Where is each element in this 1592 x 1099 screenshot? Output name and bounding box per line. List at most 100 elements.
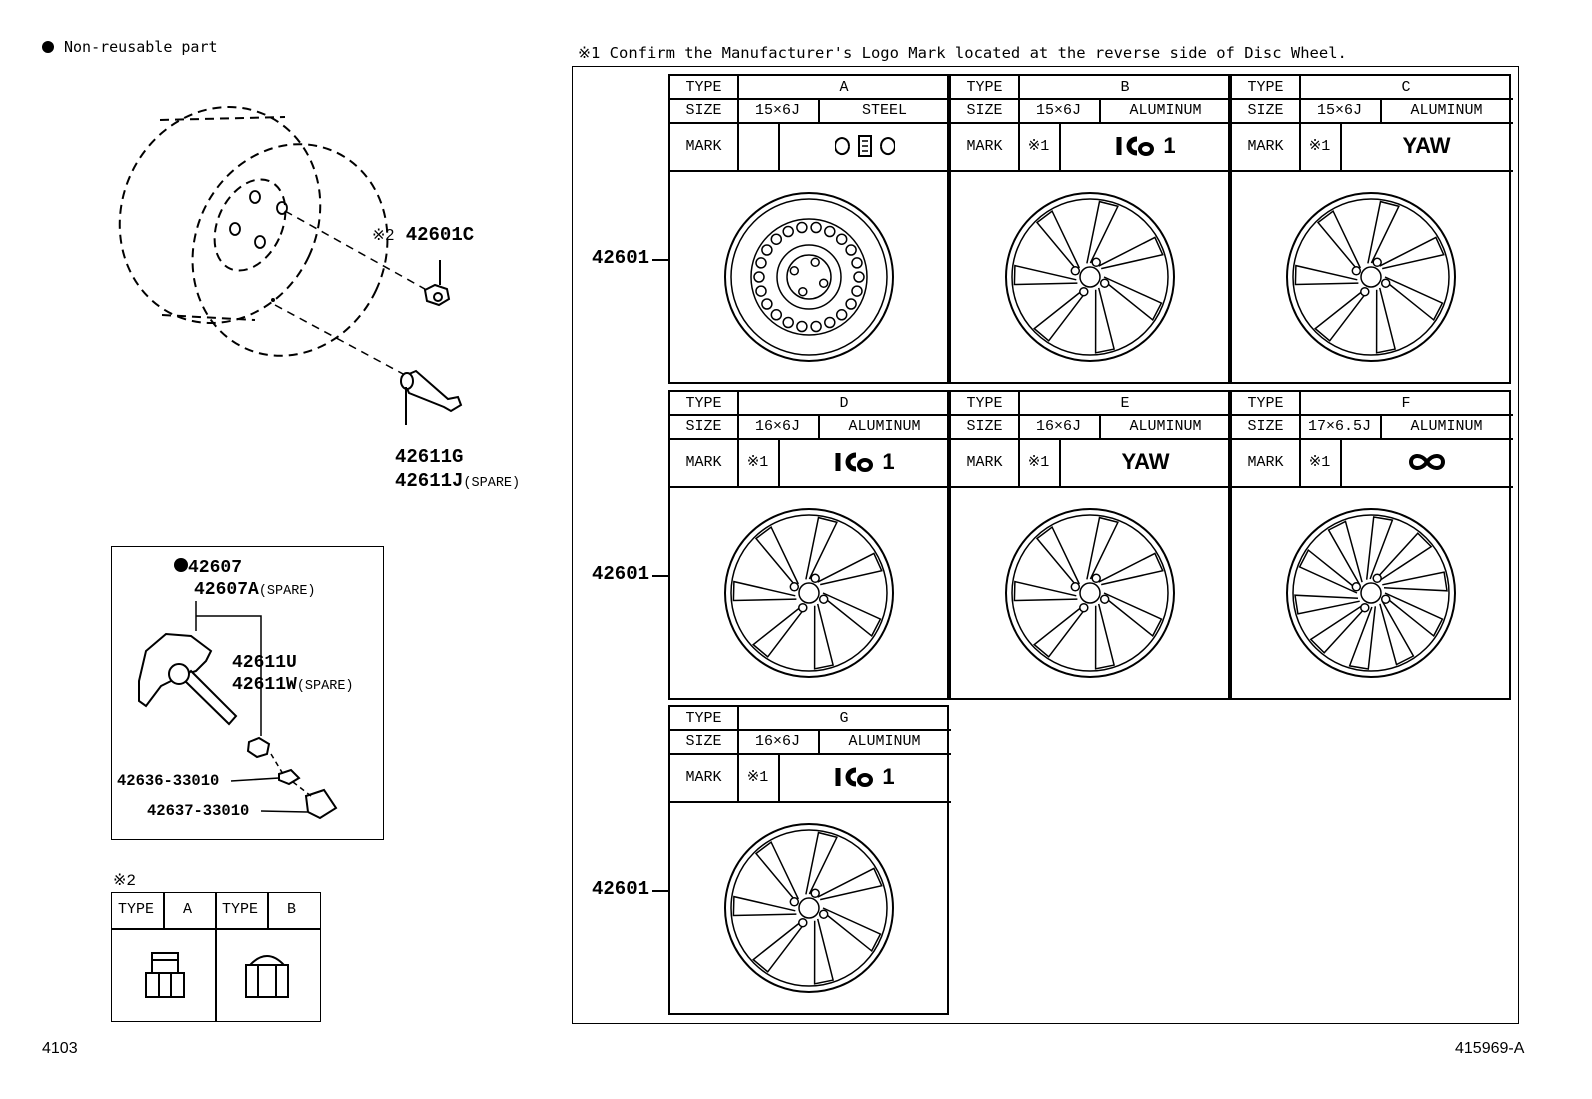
- wheel-part-number-row1: 42601: [592, 247, 650, 269]
- type-label: TYPE: [685, 709, 722, 727]
- wheel-variants-frame: [572, 66, 1519, 1024]
- part-number-sensor-spare: 42607A: [194, 580, 259, 600]
- manufacturer-logo-note: ※1 Confirm the Manufacturer's Logo Mark …: [578, 44, 1347, 62]
- size-label: SIZE: [685, 101, 722, 119]
- mark-ref: ※1: [746, 453, 769, 471]
- size-label: SIZE: [1247, 417, 1284, 435]
- wheel-material: ALUMINUM: [1129, 417, 1202, 435]
- nut-ref-note: ※2: [372, 227, 395, 244]
- wheel-material: ALUMINUM: [1410, 417, 1483, 435]
- wheel-exploded-drawing: [118, 106, 463, 425]
- size-label: SIZE: [966, 101, 1003, 119]
- wheel-size: 15×6J: [1035, 101, 1081, 119]
- wheel-drawing-type-c-icon: [1286, 192, 1456, 362]
- wheel-type: E: [1120, 394, 1130, 412]
- infinity-logo-icon: [1408, 454, 1445, 470]
- wheel-size: 16×6J: [1035, 417, 1081, 435]
- mark-ref: ※1: [1308, 137, 1331, 155]
- wheel-size: 15×6J: [1316, 101, 1362, 119]
- wheel-type: C: [1401, 78, 1411, 96]
- size-label: SIZE: [1247, 101, 1284, 119]
- part-number-nut: 42601C: [405, 224, 475, 246]
- mark-label: MARK: [1247, 453, 1284, 471]
- mark-label: MARK: [966, 137, 1003, 155]
- spare-label: (SPARE): [463, 476, 521, 491]
- type-label: TYPE: [685, 78, 722, 96]
- mark-text: YAW: [1121, 449, 1170, 474]
- mark-label: MARK: [966, 453, 1003, 471]
- mark-ref: ※1: [1308, 453, 1331, 471]
- wheel-material: ALUMINUM: [848, 732, 921, 750]
- wheel-material: STEEL: [861, 101, 907, 119]
- wheel-drawing-type-f-icon: [1286, 508, 1456, 678]
- mark-logo: [778, 122, 951, 170]
- wheel-size: 16×6J: [754, 417, 800, 435]
- ico-logo-icon: [835, 452, 874, 472]
- footer-page-code: 4103: [42, 1040, 78, 1057]
- wheel-type: D: [839, 394, 849, 412]
- wheel-drawing-type-g-icon: [724, 823, 894, 993]
- logo-chevron-icon: [834, 135, 895, 157]
- type-label: TYPE: [1247, 394, 1284, 412]
- part-number-sensor-valve: 42611U: [232, 653, 297, 673]
- wheel-size: 17×6.5J: [1307, 417, 1371, 435]
- wheel-panel-type-c: TYPE C SIZE 15×6J ALUMINUM MARK ※1 YAW: [1230, 74, 1513, 384]
- wheel-material: ALUMINUM: [848, 417, 921, 435]
- mark-logo: [1340, 438, 1513, 486]
- wheel-material: ALUMINUM: [1410, 101, 1483, 119]
- mark-ref: ※1: [746, 768, 769, 786]
- spare-label: (SPARE): [258, 584, 316, 599]
- non-reusable-bullet-icon: [174, 558, 188, 572]
- mark-ref: ※1: [1027, 453, 1050, 471]
- wheel-type: A: [839, 78, 849, 96]
- mark-label: MARK: [1247, 137, 1284, 155]
- wheel-drawing-type-d-icon: [724, 508, 894, 678]
- wheel-type: G: [839, 709, 849, 727]
- wheel-material: ALUMINUM: [1129, 101, 1202, 119]
- mark-logo: YAW: [1059, 438, 1232, 486]
- part-number-cap: 42637-33010: [147, 802, 250, 820]
- footer-figure-code: 415969-A: [1455, 1040, 1525, 1057]
- nut-type-label-b: TYPE: [222, 901, 259, 918]
- hex-nut-type-b-icon: [245, 955, 289, 998]
- mark-label: MARK: [685, 768, 722, 786]
- wheel-part-number-row3: 42601: [592, 878, 650, 900]
- part-number-valve-spare: 42611J: [395, 470, 464, 492]
- part-number-washer: 42636-33010: [117, 772, 220, 790]
- wheel-drawing-type-e-icon: [1005, 508, 1175, 678]
- size-label: SIZE: [685, 732, 722, 750]
- mark-label: MARK: [685, 453, 722, 471]
- type-label: TYPE: [1247, 78, 1284, 96]
- mark-ref: [737, 122, 778, 170]
- mark-logo: YAW: [1340, 122, 1513, 170]
- mark-text: 1: [882, 449, 895, 474]
- part-number-valve: 42611G: [395, 446, 464, 468]
- size-label: SIZE: [966, 417, 1003, 435]
- wheel-drawing-type-b-icon: [1005, 192, 1175, 362]
- mark-logo: 1: [778, 753, 951, 801]
- size-label: SIZE: [685, 417, 722, 435]
- ico-logo-icon: [1116, 136, 1155, 156]
- hex-nut-type-a-icon: [145, 952, 185, 998]
- wheel-type: B: [1120, 78, 1130, 96]
- nut-type-label-a: TYPE: [118, 901, 155, 918]
- wheel-part-number-row2: 42601: [592, 563, 650, 585]
- mark-text: 1: [1163, 133, 1176, 158]
- spare-label: (SPARE): [296, 679, 354, 694]
- sensor-exploded-drawing: [138, 601, 338, 820]
- ico-logo-icon: [835, 767, 874, 787]
- mark-logo: 1: [1059, 122, 1232, 170]
- legend-text: Non-reusable part: [64, 38, 218, 56]
- mark-text: YAW: [1402, 133, 1451, 158]
- nut-table-note: ※2: [113, 872, 137, 890]
- nut-type-b: B: [287, 901, 297, 918]
- wheel-size: 15×6J: [754, 101, 800, 119]
- nut-type-a: A: [183, 901, 193, 918]
- mark-text: 1: [882, 764, 895, 789]
- part-number-sensor-valve-spare: 42611W: [232, 675, 297, 695]
